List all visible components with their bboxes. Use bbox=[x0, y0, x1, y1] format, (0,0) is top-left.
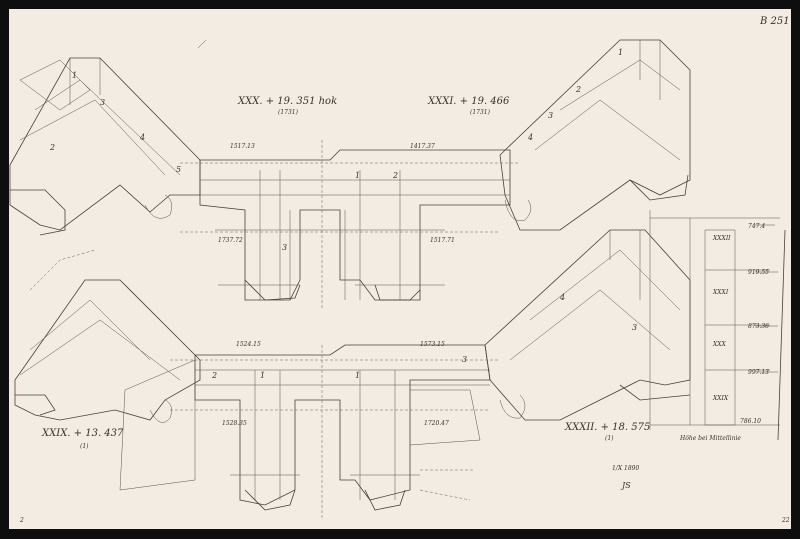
scale-caption: Höhe bei Mittellinie bbox=[679, 435, 741, 442]
section-label-xxix: XXIX. + 13. 437 bbox=[41, 428, 124, 439]
section-label-xxxi: XXXI. + 19. 466 bbox=[427, 96, 510, 107]
section-label-xxx: XXX. + 19. 351 hok bbox=[237, 96, 337, 107]
corner-mark-right: 22 bbox=[781, 517, 790, 524]
piece-number: 4 bbox=[559, 293, 565, 302]
section-note-xxx: (1731) bbox=[278, 109, 299, 116]
pencil-stroke bbox=[197, 39, 207, 49]
piece-number: 4 bbox=[139, 133, 145, 142]
scale-row-label: XXIX bbox=[712, 395, 729, 402]
piece-number: 1 bbox=[260, 371, 265, 380]
piece-number: 5 bbox=[176, 165, 181, 174]
dim-upper-center-left: 1737.72 bbox=[218, 237, 243, 244]
dim-lower-right: 1573.15 bbox=[420, 341, 445, 348]
scale-table bbox=[649, 210, 786, 441]
piece-number: 4 bbox=[527, 133, 533, 142]
section-note-xxxi: (1731) bbox=[470, 109, 491, 116]
piece-number: 2 bbox=[575, 85, 581, 94]
piece-number: 3 bbox=[632, 323, 637, 332]
piece-number: 1 bbox=[72, 71, 77, 80]
piece-number: 3 bbox=[548, 111, 553, 120]
piece-number: 1 bbox=[618, 48, 623, 57]
dim-upper-center-right: 1517.71 bbox=[430, 237, 455, 244]
piece-number: 1 bbox=[355, 171, 360, 180]
scale-row-value: 919.55 bbox=[748, 269, 769, 276]
dim-lower-center-left: 1528.35 bbox=[222, 420, 247, 427]
scale-row-value: 997.13 bbox=[748, 369, 769, 376]
piece-number: 3 bbox=[282, 243, 287, 252]
dim-upper-right: 1417.37 bbox=[410, 143, 435, 150]
piece-number: 2 bbox=[49, 143, 55, 152]
scale-row-label: XXXI bbox=[712, 289, 729, 296]
scale-bottom-value: 786.10 bbox=[740, 418, 761, 425]
lower-center bbox=[119, 344, 500, 520]
piece-number: 1 bbox=[355, 371, 360, 380]
dim-lower-center-right: 1720.47 bbox=[424, 420, 449, 427]
catalog-mark: B 251 bbox=[759, 16, 790, 27]
scale-row-label: XXXII bbox=[712, 235, 731, 242]
piece-number: 2 bbox=[211, 371, 217, 380]
section-label-xxxii: XXXII. + 18. 575 bbox=[564, 422, 650, 433]
signature-monogram: JS bbox=[620, 481, 631, 490]
lower-right-arm bbox=[484, 229, 691, 421]
upper-center bbox=[180, 140, 520, 310]
scale-row-label: XXX bbox=[712, 341, 727, 348]
dim-lower-left: 1524.15 bbox=[236, 341, 261, 348]
upper-left-arm bbox=[9, 57, 201, 236]
lower-left-arm bbox=[14, 249, 201, 423]
piece-number: 2 bbox=[392, 171, 398, 180]
scale-row-value: 873.36 bbox=[748, 323, 769, 330]
piece-number: 3 bbox=[462, 355, 467, 364]
corner-mark: 2 bbox=[19, 517, 24, 524]
signature-fraction: 1/X 1890 bbox=[612, 465, 639, 472]
scale-row-value: 747.4 bbox=[748, 223, 765, 230]
section-note-xxix: (1) bbox=[80, 443, 89, 450]
upper-right-arm bbox=[499, 39, 691, 231]
section-note-xxxii: (1) bbox=[605, 435, 614, 442]
piece-number: 3 bbox=[100, 98, 105, 107]
dim-upper-left: 1517.13 bbox=[230, 143, 255, 150]
